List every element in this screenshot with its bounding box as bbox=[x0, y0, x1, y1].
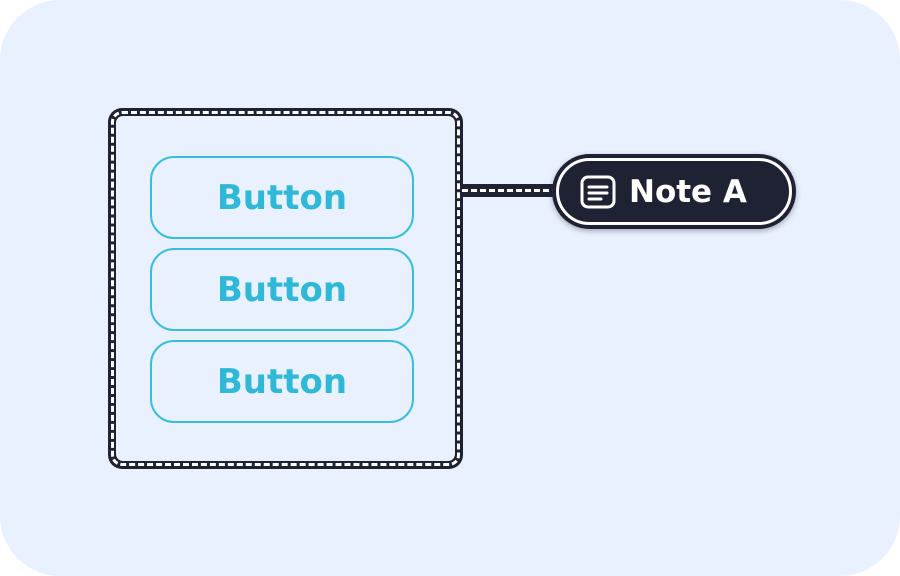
button-2[interactable]: Button bbox=[150, 248, 414, 331]
note-connector bbox=[462, 184, 558, 197]
note-badge-ring bbox=[556, 158, 792, 225]
note-a-badge[interactable]: Note A bbox=[552, 154, 796, 229]
note-label: Note A bbox=[629, 173, 747, 210]
button-3[interactable]: Button bbox=[150, 340, 414, 423]
note-icon bbox=[580, 175, 616, 209]
frame-dashed-border bbox=[111, 111, 460, 466]
connector-dashed-line bbox=[462, 189, 558, 192]
button-1[interactable]: Button bbox=[150, 156, 414, 239]
